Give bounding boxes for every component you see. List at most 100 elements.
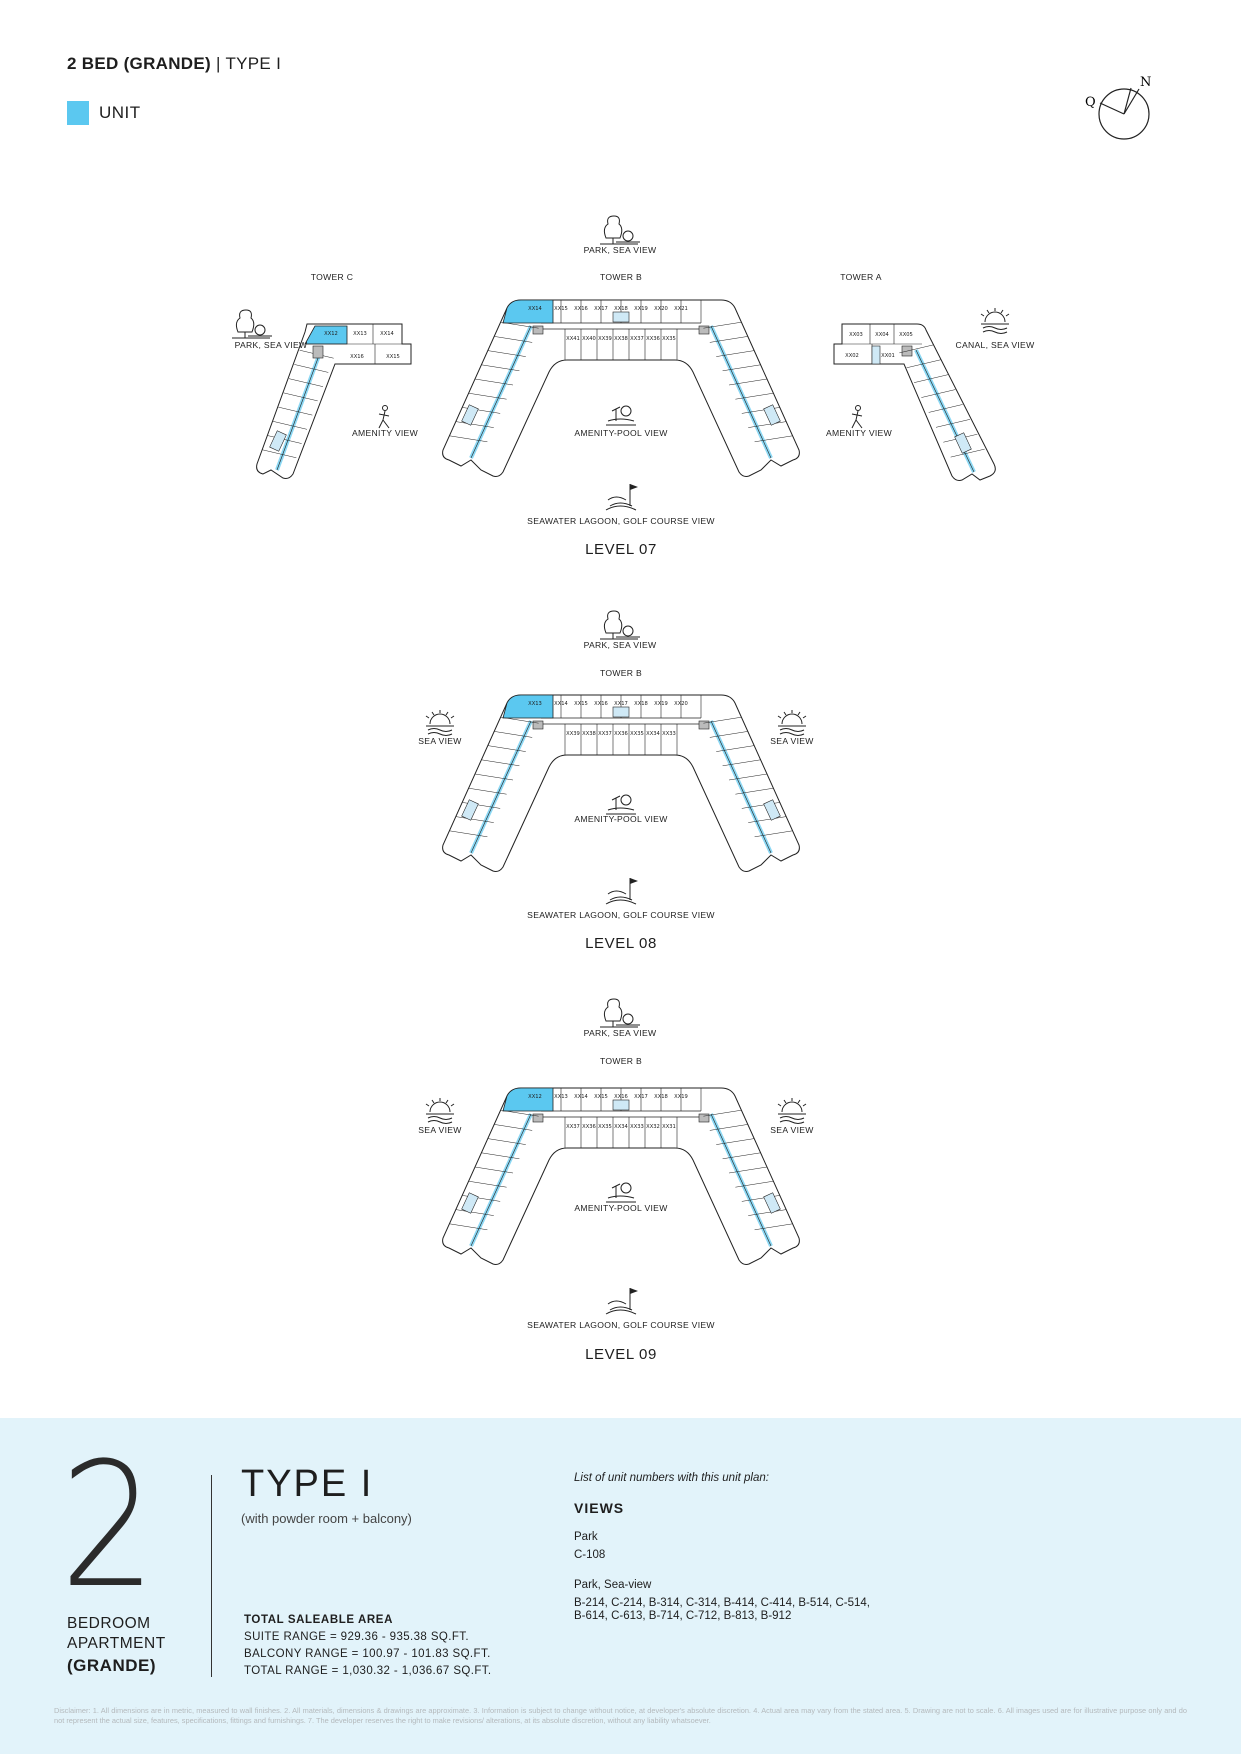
title-type: TYPE I (225, 54, 282, 73)
unit-label: XX38 (614, 336, 628, 342)
sea-icon (425, 709, 455, 736)
unit-label: XX17 (634, 1094, 648, 1100)
tower-c-plan (256, 323, 412, 479)
unit-label: XX04 (875, 332, 889, 338)
l08-bottom-view: SEAWATER LAGOON, GOLF COURSE VIEW (527, 910, 715, 920)
legend-label: UNIT (99, 103, 141, 122)
l07-left-view: PARK, SEA VIEW (234, 340, 308, 350)
unit-label: XX16 (614, 1094, 628, 1100)
unit-label: XX35 (662, 336, 676, 342)
unit-label: XX12 (324, 331, 338, 337)
unit-label: XX34 (614, 1124, 628, 1130)
park-icon (599, 998, 641, 1028)
unit-label: XX16 (594, 701, 608, 707)
l09-tower: TOWER B (599, 1056, 643, 1066)
unit-label: XX12 (528, 1094, 542, 1100)
compass-q: Q (1085, 95, 1096, 110)
grande-label: (GRANDE) (67, 1656, 156, 1675)
unit-label: XX39 (566, 731, 580, 737)
unit-label: XX01 (881, 353, 895, 359)
l07-right-view: CANAL, SEA VIEW (955, 340, 1035, 350)
unit-label: XX15 (554, 306, 568, 312)
park-icon (599, 610, 641, 640)
unit-label: XX17 (594, 306, 608, 312)
tower-a-plan (833, 323, 996, 481)
highlighted-unit (502, 299, 554, 324)
sea-icon (980, 307, 1010, 334)
views-heading: VIEWS (574, 1500, 625, 1516)
view-parksea-name: Park, Sea-view (574, 1579, 652, 1591)
area-heading: TOTAL SALEABLE AREA (244, 1614, 393, 1626)
unit-label: XX16 (574, 306, 588, 312)
l09-title: LEVEL 09 (585, 1346, 657, 1363)
l09-amenity: AMENITY-POOL VIEW (574, 1203, 668, 1213)
unit-label: XX21 (674, 306, 688, 312)
l07-tower-b: TOWER B (599, 272, 643, 282)
legend-swatch (67, 101, 89, 125)
l08-title: LEVEL 08 (585, 935, 657, 952)
l07-bottom-view: SEAWATER LAGOON, GOLF COURSE VIEW (527, 516, 715, 526)
l09-top-view: PARK, SEA VIEW (583, 1028, 657, 1038)
l09-left-view: SEA VIEW (418, 1125, 462, 1135)
unit-label: XX13 (528, 701, 542, 707)
apartment-label: APARTMENT (67, 1635, 166, 1652)
unit-label: XX15 (574, 701, 588, 707)
amenity-icon (378, 405, 390, 429)
view-park-name: Park (574, 1531, 598, 1543)
unit-label: XX18 (614, 306, 628, 312)
l08-right-view: SEA VIEW (770, 736, 814, 746)
unit-label: XX19 (654, 701, 668, 707)
golf-icon (605, 483, 639, 511)
l08-tower: TOWER B (599, 668, 643, 678)
l07-tower-c: TOWER C (310, 272, 354, 282)
unit-label: XX32 (646, 1124, 660, 1130)
page-title: 2 BED (GRANDE) | TYPE I (67, 54, 281, 74)
suite-range: SUITE RANGE = 929.36 - 935.38 SQ.FT. (244, 1631, 470, 1643)
highlighted-unit (502, 1087, 554, 1112)
amenity-icon (851, 405, 863, 429)
tower-b-plan (442, 1087, 800, 1265)
l07-amenity-left: AMENITY VIEW (352, 428, 418, 438)
unit-label: XX19 (634, 306, 648, 312)
unit-label: XX37 (598, 731, 612, 737)
unit-label: XX39 (598, 336, 612, 342)
park-icon (231, 309, 273, 339)
unit-label: XX34 (646, 731, 660, 737)
unit-label: XX31 (662, 1124, 676, 1130)
unit-label: XX35 (598, 1124, 612, 1130)
unit-label: XX15 (386, 354, 400, 360)
type-title: TYPE I (241, 1463, 374, 1505)
balcony-range: BALCONY RANGE = 100.97 - 101.83 SQ.FT. (244, 1648, 491, 1660)
unit-label: XX18 (654, 1094, 668, 1100)
bedroom-count: 2 (60, 1425, 157, 1626)
l09-bottom-view: SEAWATER LAGOON, GOLF COURSE VIEW (527, 1320, 715, 1330)
unit-label: XX36 (582, 1124, 596, 1130)
unit-label: XX14 (380, 331, 394, 337)
unit-label: XX38 (582, 731, 596, 737)
amenity-pool-icon (605, 405, 637, 426)
sea-icon (425, 1097, 455, 1124)
unit-label: XX13 (353, 331, 367, 337)
amenity-pool-icon (605, 794, 637, 815)
unit-label: XX17 (614, 701, 628, 707)
l07-amenity-center: AMENITY-POOL VIEW (574, 428, 668, 438)
unit-label: XX35 (630, 731, 644, 737)
type-subtitle: (with powder room + balcony) (241, 1511, 412, 1526)
unit-label: XX15 (594, 1094, 608, 1100)
amenity-pool-icon (605, 1182, 637, 1203)
view-park-units: C-108 (574, 1549, 606, 1561)
legend: UNIT (67, 101, 141, 125)
highlighted-unit (502, 694, 554, 719)
unit-label: XX14 (574, 1094, 588, 1100)
title-bold: 2 BED (GRANDE) (67, 54, 211, 73)
unit-label: XX18 (634, 701, 648, 707)
sea-icon (777, 1097, 807, 1124)
l07-amenity-right: AMENITY VIEW (826, 428, 892, 438)
unit-label: XX03 (849, 332, 863, 338)
sea-icon (777, 709, 807, 736)
tower-b-plan (442, 694, 800, 872)
l08-left-view: SEA VIEW (418, 736, 462, 746)
park-icon (599, 215, 641, 245)
disclaimer: Disclaimer: 1. All dimensions are in met… (54, 1706, 1187, 1725)
unit-label: XX20 (674, 701, 688, 707)
